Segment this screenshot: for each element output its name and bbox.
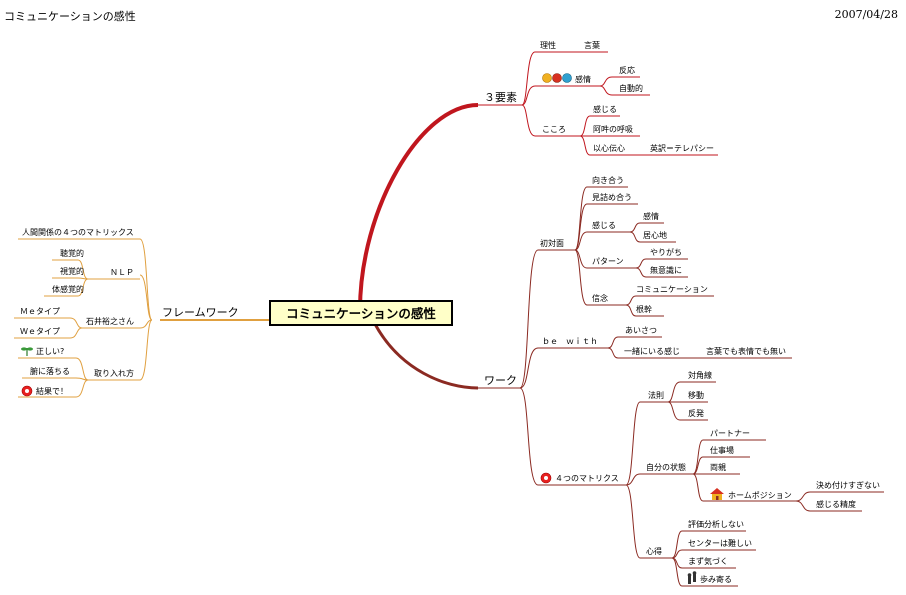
together-child[interactable]: 言葉でも表情でも無い xyxy=(706,346,786,356)
emotion-label[interactable]: 感情 xyxy=(575,74,591,84)
pattern-label[interactable]: パターン xyxy=(592,257,624,266)
staring-label[interactable]: 見詰め合う xyxy=(592,192,632,202)
footsteps-icon xyxy=(687,571,697,584)
trust-child-1[interactable]: コミュニケーション xyxy=(636,285,708,294)
state-child-3[interactable]: 両親 xyxy=(710,462,726,472)
ishii-child-2[interactable]: Ｗｅタイプ xyxy=(20,327,60,336)
page-date: 2007/04/28 xyxy=(834,8,898,21)
mind-child-4[interactable]: 歩み寄る xyxy=(700,574,732,584)
feel-child-1[interactable]: 感情 xyxy=(643,211,659,221)
greet-label[interactable]: あいさつ xyxy=(625,326,657,335)
trust-label[interactable]: 信念 xyxy=(592,293,608,303)
together-label[interactable]: 一緒にいる感じ xyxy=(624,346,680,356)
adopt-child-2[interactable]: 腑に落ちる xyxy=(30,366,70,376)
feel-label[interactable]: 感じる xyxy=(592,220,616,230)
work-lines xyxy=(478,186,884,587)
framework-lines xyxy=(14,238,153,398)
heart-child-1[interactable]: 感じる xyxy=(593,104,617,114)
connector-main-three xyxy=(358,103,479,311)
mind-child-3[interactable]: まず気づく xyxy=(688,556,728,566)
first-meeting-label[interactable]: 初対面 xyxy=(540,238,564,248)
rise-child[interactable]: 言葉 xyxy=(584,40,600,50)
home-child-2[interactable]: 感じる精度 xyxy=(816,499,856,509)
emotion-child-1[interactable]: 反応 xyxy=(619,65,635,75)
be-with-label[interactable]: ｂｅ ｗｉｔｈ xyxy=(542,337,598,346)
pattern-child-1[interactable]: やりがち xyxy=(650,247,682,257)
three-elements-lines xyxy=(478,51,718,156)
rise-label[interactable]: 理性 xyxy=(540,40,556,50)
mind-child-1[interactable]: 評価分析しない xyxy=(688,519,744,529)
nlp-label[interactable]: ＮＬＰ xyxy=(110,268,134,277)
ishii-label[interactable]: 石井裕之さん xyxy=(86,316,134,326)
page-title: コミュニケーションの感性 xyxy=(4,10,136,23)
nlp-child-3[interactable]: 体感覚的 xyxy=(52,284,84,294)
law-child-1[interactable]: 対角線 xyxy=(688,370,712,380)
emotion-child-2[interactable]: 自動的 xyxy=(619,83,643,93)
adopt-child-1[interactable]: 正しい? xyxy=(36,347,64,356)
sprout-icon xyxy=(21,347,33,356)
matrix-label[interactable]: ４つのマトリクス xyxy=(555,474,619,483)
trust-child-2[interactable]: 根幹 xyxy=(636,304,652,314)
emotion-faces-icon xyxy=(542,73,572,83)
ishin-child[interactable]: 英訳＝テレパシー xyxy=(650,143,714,153)
matrix4-label[interactable]: 人間関係の４つのマトリックス xyxy=(22,228,134,237)
adopt-label[interactable]: 取り入れ方 xyxy=(94,368,134,378)
mind-label[interactable]: 心得 xyxy=(646,546,662,556)
heart-label[interactable]: こころ xyxy=(542,125,566,134)
connector-main-work xyxy=(373,323,479,390)
framework-label[interactable]: フレームワーク xyxy=(162,306,239,319)
home-child-1[interactable]: 決め付けすぎない xyxy=(816,480,880,490)
state-child-1[interactable]: パートナー xyxy=(710,429,750,438)
feel-child-2[interactable]: 居心地 xyxy=(643,230,667,240)
heart-child-3[interactable]: 以心伝心 xyxy=(593,143,625,153)
facing-label[interactable]: 向き合う xyxy=(592,175,624,185)
law-label[interactable]: 法則 xyxy=(648,390,664,400)
ishii-child-1[interactable]: Ｍｅタイプ xyxy=(20,307,60,316)
pattern-child-2[interactable]: 無意識に xyxy=(650,265,682,275)
state-label[interactable]: 自分の状態 xyxy=(646,462,686,472)
result-emblem-icon xyxy=(21,385,33,397)
home-icon xyxy=(710,488,724,500)
nlp-child-2[interactable]: 視覚的 xyxy=(60,266,84,276)
state-child-2[interactable]: 仕事場 xyxy=(710,445,734,455)
law-child-2[interactable]: 移動 xyxy=(688,390,704,400)
home-label[interactable]: ホームポジション xyxy=(728,491,792,500)
central-topic: コミュニケーションの感性 xyxy=(286,306,436,321)
matrix-emblem-icon xyxy=(540,472,552,484)
heart-child-2[interactable]: 阿吽の呼吸 xyxy=(593,124,633,134)
mind-child-2[interactable]: センターは難しい xyxy=(688,538,752,548)
work-label[interactable]: ワーク xyxy=(484,374,517,387)
nlp-child-1[interactable]: 聴覚的 xyxy=(60,248,84,258)
law-child-3[interactable]: 反発 xyxy=(688,408,704,418)
adopt-child-3[interactable]: 結果で！ xyxy=(36,386,68,396)
central-topic-box[interactable] xyxy=(269,300,453,326)
three-elements-label[interactable]: ３要素 xyxy=(484,91,517,104)
